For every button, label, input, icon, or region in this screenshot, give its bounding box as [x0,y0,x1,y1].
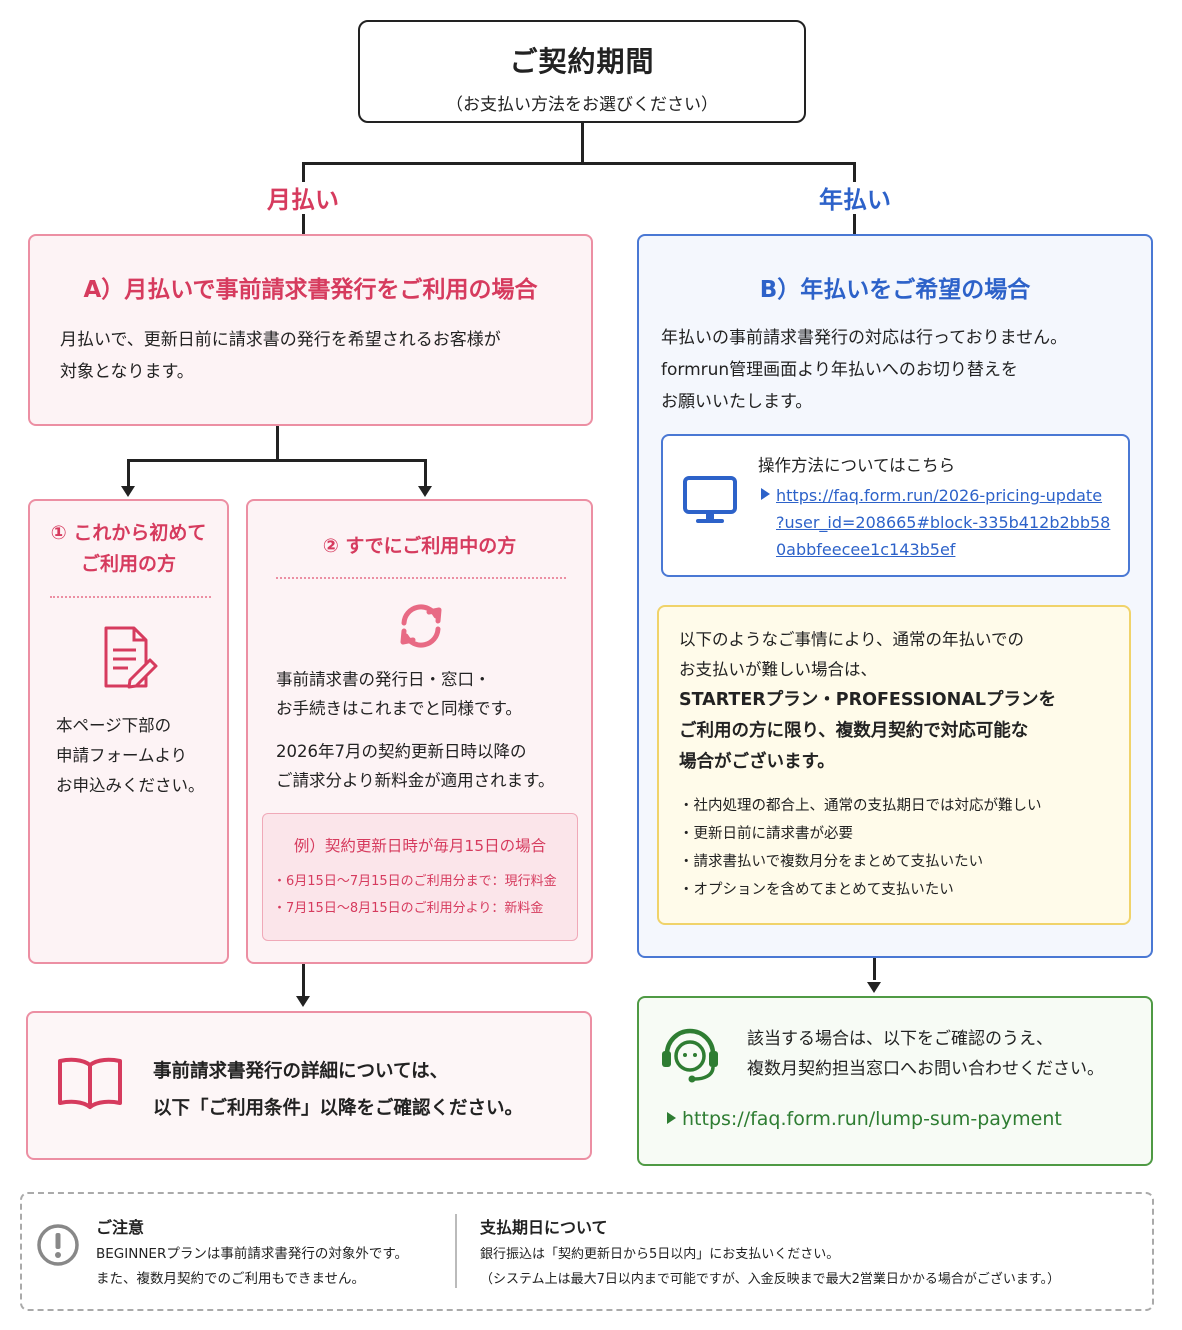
due-date-text: 銀行振込は「契約更新日から5日以内」にお支払いください。 [480,1247,840,1262]
notice-intro: お支払いが難しい場合は、 [679,660,877,679]
new-user-heading: ① これから初めて [50,522,207,544]
howto-link[interactable]: https://faq.form.run/2026-pricing-update [776,486,1103,505]
annual-option-text: 年払いの事前請求書発行の対応は行っておりません。 [661,328,1068,348]
existing-user-text: お手続きはこれまでと同様です。 [276,699,522,718]
contract-period-title: ご契約期間 [509,45,655,78]
annual-option-text: formrun管理画面より年払いへのお切り替えを [661,360,1018,380]
existing-user-heading: ② すでにご利用中の方 [322,535,517,557]
connector-line [276,426,279,460]
connector-line [127,459,427,462]
connector-line [302,964,305,996]
new-user-heading: ご利用の方 [80,553,176,575]
new-user-box: ① これから初めて ご利用の方 本ページ下部の 申請フォームより お申込みくださ… [28,499,229,964]
divider [455,1214,457,1288]
caution-text: BEGINNERプランは事前請求書発行の対象外です。 [96,1246,408,1262]
connector-line [302,162,855,165]
monthly-branch-label: 月払い [267,186,339,214]
annual-option-box: B）年払いをご希望の場合 年払いの事前請求書発行の対応は行っておりません。 fo… [637,234,1153,958]
connector-line [581,123,584,164]
connector-line [127,459,130,487]
support-contact-box: 該当する場合は、以下をご確認のうえ、 複数月契約担当窓口へお問い合わせください。… [637,996,1153,1166]
notice-intro: 以下のようなご事情により、通常の年払いでの [679,630,1025,649]
notice-bullet: ・更新日前に請求書が必要 [679,826,853,842]
contract-period-box: ご契約期間 （お支払い方法をお選びください） [358,20,806,123]
triangle-right-icon [667,1112,676,1124]
annual-branch-label: 年払い [819,186,891,214]
example-title: 例）契約更新日時が毎月15日の場合 [293,837,547,855]
caution-text: また、複数月契約でのご利用もできません。 [96,1271,366,1287]
annual-option-text: お願いいたします。 [661,392,813,412]
connector-line [853,162,856,182]
howto-box: 操作方法についてはこちら https://faq.form.run/2026-p… [661,434,1130,577]
new-user-text: 申請フォームより [56,746,188,765]
notice-bullet: ・オプションを含めてまとめて支払いたい [679,882,954,898]
document-edit-icon [100,624,160,692]
lump-sum-link[interactable]: https://faq.form.run/lump-sum-payment [682,1108,1062,1130]
connector-line [424,459,427,487]
existing-user-box: ② すでにご利用中の方 事前請求書の発行日・窓口・ お手続きはこれまでと同様です… [246,499,593,964]
monthly-details-box: 事前請求書発行の詳細については、 以下「ご利用条件」以降をご確認ください。 [26,1011,592,1160]
notice-emphasis: STARTERプラン・PROFESSIONALプランを [679,690,1057,710]
support-contact-text: 複数月契約担当窓口へお問い合わせください。 [747,1059,1104,1079]
new-user-text: 本ページ下部の [56,716,172,735]
howto-link[interactable]: 0abbfeecee1c143b5ef [776,540,956,559]
annual-option-heading: B）年払いをご希望の場合 [759,277,1031,303]
connector-line [302,214,305,234]
monthly-option-text: 対象となります。 [60,362,194,382]
example-item: ・7月15日〜8月15日のご利用分より：新料金 [273,901,544,916]
connector-line [873,958,876,980]
divider [276,577,566,579]
exclamation-icon [36,1223,80,1267]
notice-bullet: ・社内処理の都合上、通常の支払期日では対応が難しい [679,798,1042,814]
footer-note-box: ご注意 BEGINNERプランは事前請求書発行の対象外です。 また、複数月契約で… [20,1192,1154,1311]
headset-support-icon [659,1024,721,1086]
monitor-icon [683,476,737,526]
arrow-down-icon [121,486,135,497]
arrow-down-icon [418,486,432,497]
monthly-option-heading: A）月払いで事前請求書発行をご利用の場合 [83,277,538,303]
existing-user-text: 2026年7月の契約更新日時以降の [276,742,527,761]
existing-user-text: ご請求分より新料金が適用されます。 [276,771,555,790]
contract-period-subtitle: （お支払い方法をお選びください） [446,95,718,115]
monthly-option-text: 月払いで、更新日前に請求書の発行を希望されるお客様が [60,330,501,350]
howto-link[interactable]: ?user_id=208665#block-335b412b2bb58 [776,513,1111,532]
book-icon [56,1055,124,1111]
caution-title: ご注意 [96,1218,145,1237]
notice-bullet: ・請求書払いで複数月分をまとめて支払いたい [679,854,984,870]
example-box: 例）契約更新日時が毎月15日の場合 ・6月15日〜7月15日のご利用分まで：現行… [262,813,578,941]
new-user-text: お申込みください。 [56,776,205,795]
divider [50,596,211,598]
refresh-icon [396,601,446,651]
triangle-right-icon [761,488,770,500]
howto-label: 操作方法についてはこちら [758,456,956,475]
monthly-details-text: 以下「ご利用条件」以降をご確認ください。 [153,1098,524,1119]
connector-line [302,162,305,182]
due-date-text: （システム上は最大7日以内まで可能ですが、入金反映まで最大2営業日かかる場合がご… [480,1272,1061,1287]
monthly-option-box: A）月払いで事前請求書発行をご利用の場合 月払いで、更新日前に請求書の発行を希望… [28,234,593,426]
arrow-down-icon [867,982,881,993]
notice-emphasis: 場合がございます。 [679,752,835,772]
existing-user-text: 事前請求書の発行日・窓口・ [276,670,491,689]
example-item: ・6月15日〜7月15日のご利用分まで：現行料金 [273,874,557,889]
arrow-down-icon [296,996,310,1007]
notice-emphasis: ご利用の方に限り、複数月契約で対応可能な [679,721,1029,741]
multi-month-notice-box: 以下のようなご事情により、通常の年払いでの お支払いが難しい場合は、 START… [657,605,1131,925]
due-date-title: 支払期日について [480,1218,608,1237]
support-contact-text: 該当する場合は、以下をご確認のうえ、 [747,1029,1053,1049]
monthly-details-text: 事前請求書発行の詳細については、 [153,1061,449,1082]
connector-line [853,214,856,234]
